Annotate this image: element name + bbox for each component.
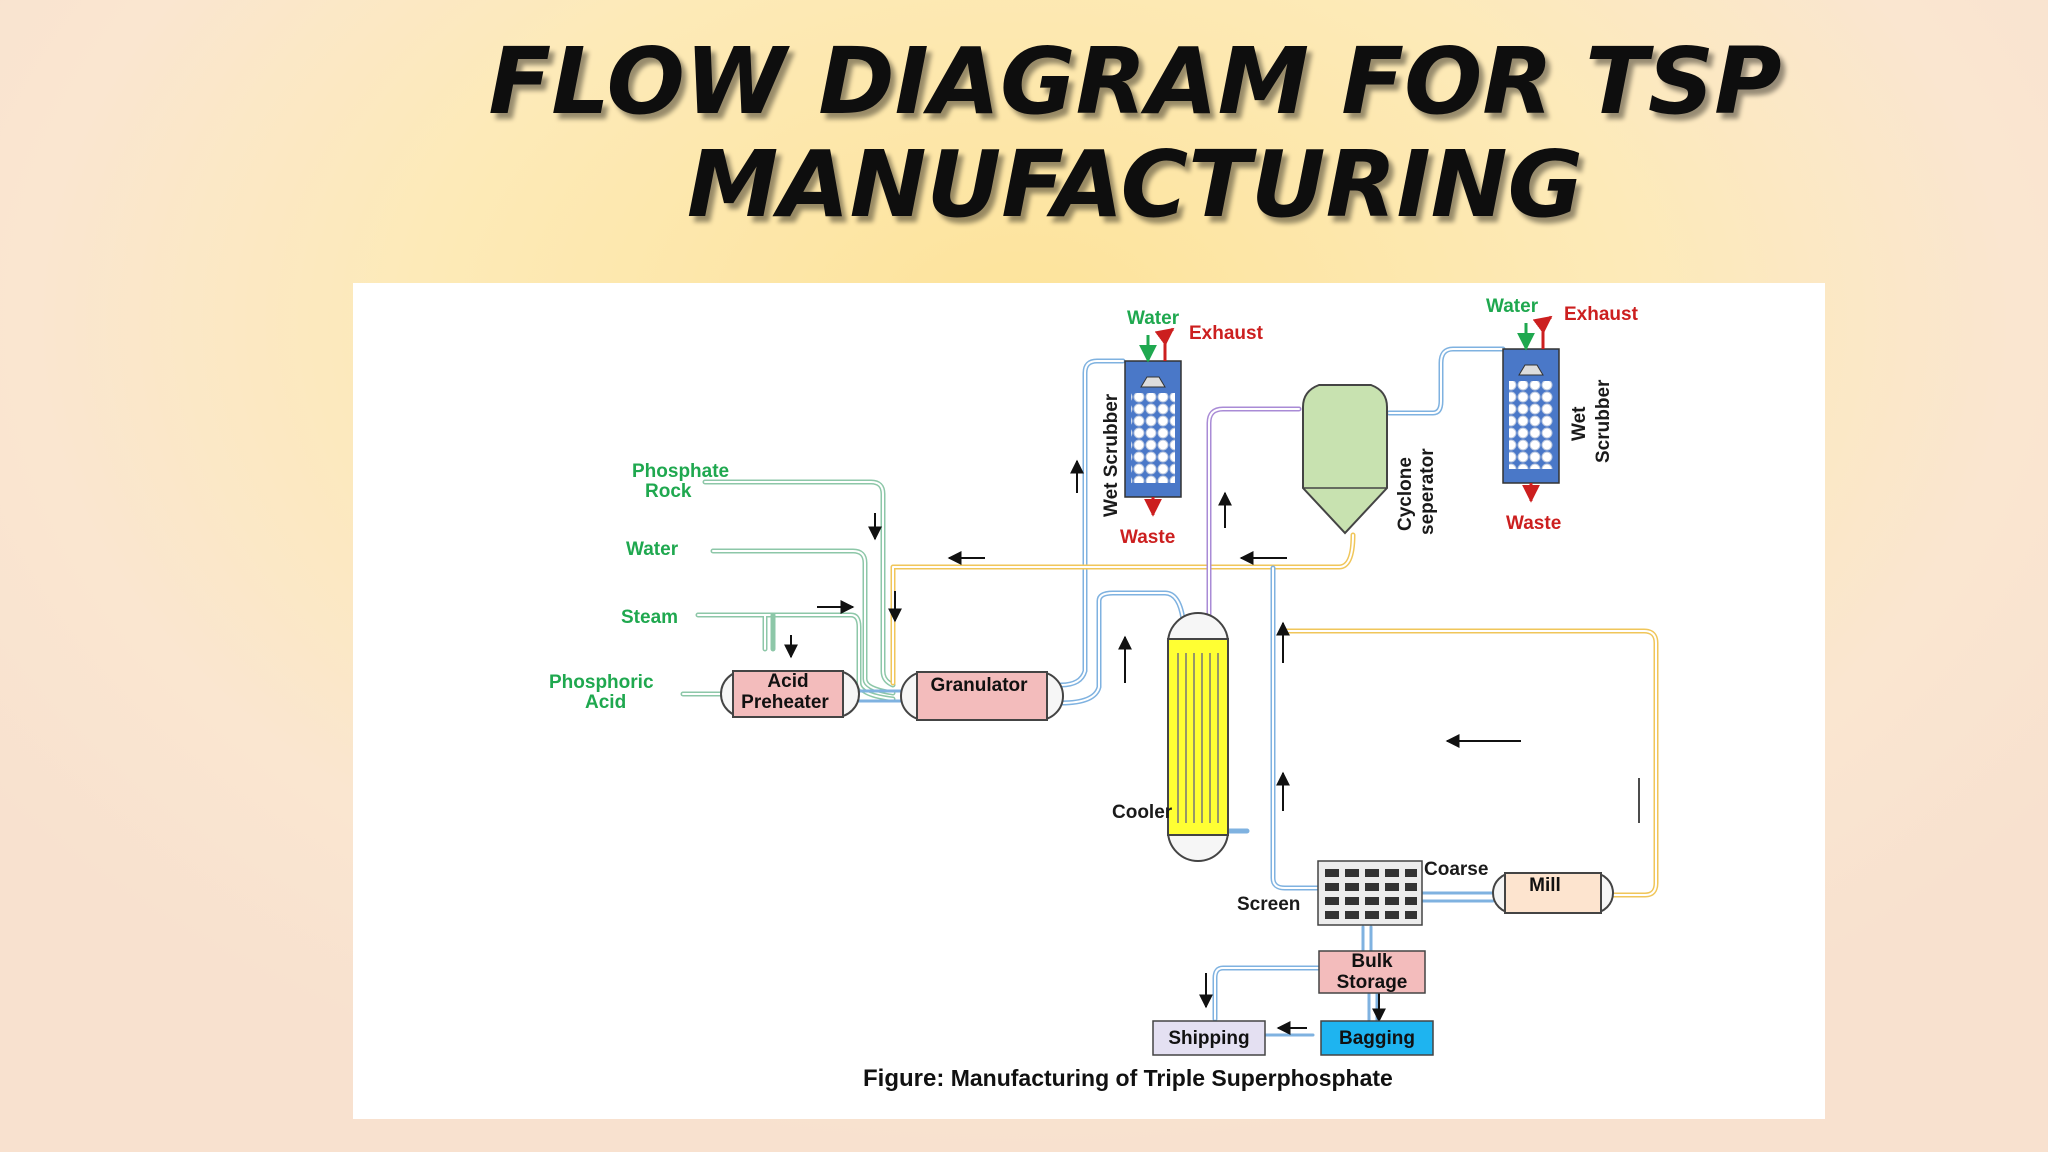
pipes	[680, 346, 1659, 1037]
figure-caption: Figure: Manufacturing of Triple Superpho…	[863, 1065, 1393, 1092]
bulk-storage-label-1: Bulk	[1351, 951, 1393, 972]
shipping-label: Shipping	[1168, 1028, 1249, 1049]
title-line-1: FLOW DIAGRAM FOR TSP	[488, 28, 1782, 135]
shipping: Shipping	[1152, 1020, 1266, 1056]
label-water: Water	[626, 539, 679, 560]
acid-preheater-label-2: Preheater	[741, 692, 829, 713]
right-scrubber-waste: Waste	[1506, 513, 1561, 534]
granulator-label: Granulator	[930, 675, 1028, 696]
label-steam: Steam	[621, 607, 678, 628]
label-rock: Rock	[645, 481, 692, 502]
bagging: Bagging	[1320, 1020, 1434, 1056]
wet-scrubber-left: Water Exhaust Waste Wet Scrubber	[1101, 308, 1264, 548]
pipe-granulator-cooler	[1058, 590, 1186, 706]
left-scrubber-waste: Waste	[1120, 527, 1175, 548]
coarse-label: Coarse	[1424, 859, 1488, 880]
cooler-label: Cooler	[1112, 802, 1173, 823]
right-scrubber-exhaust: Exhaust	[1564, 304, 1639, 325]
label-phosphoric: Phosphoric	[549, 672, 654, 693]
left-scrubber-water: Water	[1127, 308, 1180, 329]
pipe-screen-riser	[1270, 565, 1322, 891]
page-title: FLOW DIAGRAM FOR TSP MANUFACTURING	[340, 30, 1930, 236]
bulk-storage: Bulk Storage	[1318, 950, 1426, 994]
caption-bold: Figure:	[863, 1065, 944, 1092]
flow-diagram: Phosphate Rock Water Steam Phosphoric Ac…	[549, 296, 1659, 1092]
title-line-2: MANUFACTURING	[686, 131, 1584, 238]
left-scrubber-label: Wet Scrubber	[1101, 393, 1122, 517]
right-scrubber-water: Water	[1486, 296, 1539, 317]
screen: Screen Coarse	[1237, 859, 1488, 926]
label-phosphate: Phosphate	[632, 461, 729, 482]
pipe-screen-storage	[1361, 925, 1373, 953]
acid-preheater-label-1: Acid	[767, 671, 808, 692]
pipe-cyclone-scrubber	[1386, 346, 1506, 416]
screen-label: Screen	[1237, 894, 1300, 915]
acid-preheater: Acid Preheater	[720, 670, 860, 718]
pipe-storage-shipping	[1212, 965, 1322, 1022]
right-scrubber-label-1: Wet	[1569, 406, 1590, 441]
label-acid: Acid	[585, 692, 626, 713]
mill-label: Mill	[1529, 875, 1561, 896]
input-labels: Phosphate Rock Water Steam Phosphoric Ac…	[549, 461, 729, 713]
bagging-label: Bagging	[1339, 1028, 1415, 1049]
diagram-panel: Phosphate Rock Water Steam Phosphoric Ac…	[353, 283, 1825, 1119]
mill: Mill	[1492, 872, 1614, 914]
pipe-screen-mill	[1420, 891, 1495, 903]
pipe-storage-bagging	[1367, 989, 1379, 1023]
cyclone-separator: Cyclone seperator	[1302, 384, 1438, 535]
right-scrubber-label-2: Scrubber	[1593, 379, 1614, 463]
cooler: Cooler	[1112, 612, 1229, 862]
wet-scrubber-right: Water Exhaust Waste Wet Scrubber	[1486, 296, 1639, 534]
flow-arrows	[784, 459, 1640, 1035]
pipe-preheater-granulator	[853, 689, 903, 703]
cyclone-label-2: seperator	[1417, 448, 1438, 535]
cyclone-label-1: Cyclone	[1395, 457, 1416, 531]
bulk-storage-label-2: Storage	[1337, 972, 1408, 993]
pipe-mill-recycle	[1283, 628, 1659, 898]
pipe-cooler-cyclone	[1206, 406, 1302, 622]
caption-text: Manufacturing of Triple Superphosphate	[944, 1065, 1393, 1091]
granulator: Granulator	[900, 671, 1064, 721]
left-scrubber-exhaust: Exhaust	[1189, 323, 1264, 344]
